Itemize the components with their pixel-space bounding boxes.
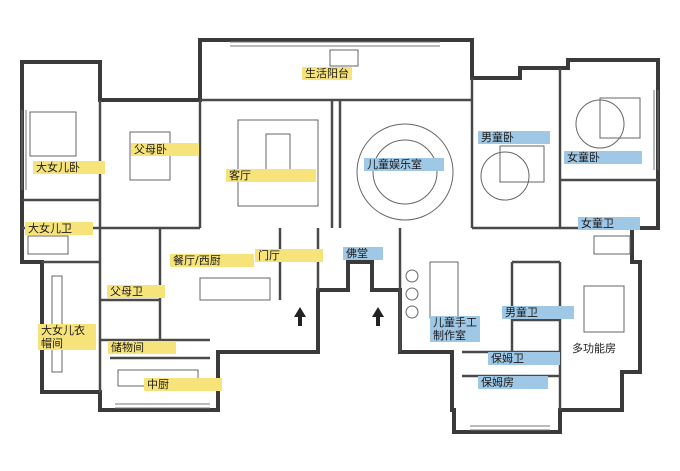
- bed-boys: [499, 145, 545, 183]
- label-dining-western-kitchen: 餐厅/西厨: [170, 254, 254, 267]
- bed-girls: [599, 97, 641, 139]
- rug-girls: [575, 99, 625, 149]
- label-living-room: 客厅: [226, 169, 316, 182]
- play-mat-inner: [372, 139, 438, 205]
- label-nanny-room: 保姆房: [478, 376, 548, 389]
- bed-eldest-daughter: [29, 111, 77, 157]
- chair-1: [405, 269, 419, 283]
- label-life-balcony: 生活阳台: [302, 67, 352, 80]
- rug-boys: [480, 151, 530, 201]
- balcony-table: [329, 49, 359, 67]
- label-girls-bath: 女童卫: [578, 217, 640, 230]
- entrance-arrows: [294, 307, 384, 326]
- label-eldest-daughter-closet: 大女儿衣帽间: [38, 324, 96, 350]
- label-boys-bedroom: 男童卧: [478, 131, 550, 144]
- chair-3: [405, 305, 419, 319]
- sofa-living: [237, 119, 319, 207]
- bathtub-eldest: [27, 235, 69, 255]
- label-chinese-kitchen: 中厨: [144, 378, 222, 391]
- label-foyer: 门厅: [255, 249, 323, 262]
- interior-walls: [22, 68, 658, 410]
- label-eldest-daughter-bath: 大女儿卫: [25, 222, 93, 235]
- bed-parents: [129, 131, 171, 181]
- label-girls-bedroom: 女童卧: [564, 151, 642, 164]
- chair-2: [405, 287, 419, 301]
- dining-table: [199, 277, 271, 301]
- label-nanny-bath: 保姆卫: [488, 352, 560, 365]
- label-boys-bath: 男童卫: [502, 306, 574, 319]
- entrance-arrow-right: [372, 307, 384, 326]
- label-parents-bedroom: 父母卧: [131, 143, 199, 156]
- label-multi-function-room: 多功能房: [572, 342, 616, 355]
- bathtub-girls: [593, 235, 631, 255]
- label-eldest-daughter-bedroom: 大女儿卧: [33, 161, 105, 174]
- craft-table: [429, 261, 459, 319]
- entrance-arrow-left: [294, 307, 306, 326]
- play-mat: [356, 123, 454, 221]
- label-kids-craft-room: 儿童手工制作室: [430, 316, 480, 342]
- label-buddha-hall: 佛堂: [343, 247, 383, 260]
- coffee-table: [265, 133, 291, 175]
- label-kids-entertainment: 儿童娱乐室: [364, 158, 444, 171]
- multi-room-bed: [583, 285, 625, 333]
- furniture: [27, 49, 641, 387]
- label-storage: 储物间: [108, 341, 176, 354]
- label-parents-bath: 父母卫: [107, 285, 165, 298]
- windows: [21, 41, 659, 431]
